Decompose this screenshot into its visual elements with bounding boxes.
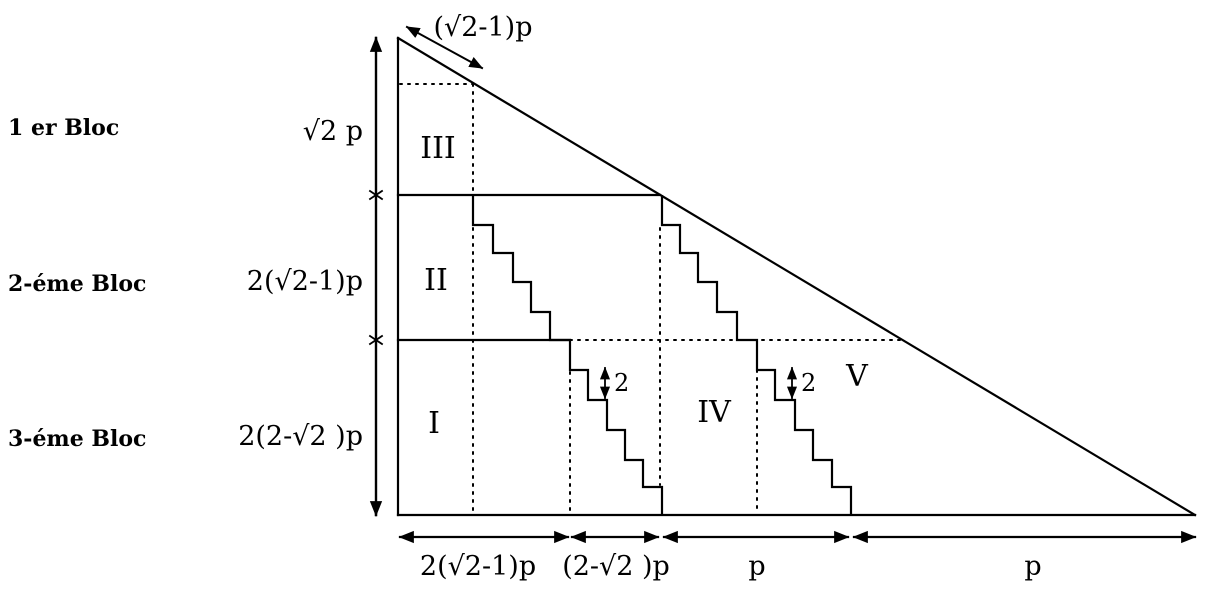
left-dimension (368, 36, 384, 517)
bottom-label-2: (2-√2 )p (562, 551, 670, 582)
block-name-2: 2-éme Bloc (8, 271, 146, 297)
region-label-II: II (424, 263, 448, 298)
region-label-V: V (845, 359, 869, 394)
block-name-1: 1 er Bloc (8, 115, 119, 141)
dotted-guides (399, 83, 906, 514)
top-dimension-label: (√2-1)p (433, 12, 532, 43)
block-name-3: 3-éme Bloc (8, 426, 146, 452)
top-dimension-arrow (405, 25, 484, 70)
region-label-I: I (428, 406, 440, 441)
block-height-3: 2(2-√2 )p (238, 421, 363, 452)
triangle-outline (396, 36, 1197, 517)
bottom-label-4: p (1024, 551, 1041, 582)
block-height-1: √2 p (303, 116, 363, 147)
step-label-left: 2 (614, 369, 629, 397)
staircase-left (471, 195, 664, 515)
region-label-IV: IV (697, 395, 732, 430)
block-height-2: 2(√2-1)p (247, 266, 363, 297)
step-label-right: 2 (801, 369, 816, 397)
staircase-right (660, 195, 853, 515)
bottom-label-1: 2(√2-1)p (420, 551, 536, 582)
bottom-label-3: p (748, 551, 765, 582)
region-label-III: III (420, 131, 456, 166)
